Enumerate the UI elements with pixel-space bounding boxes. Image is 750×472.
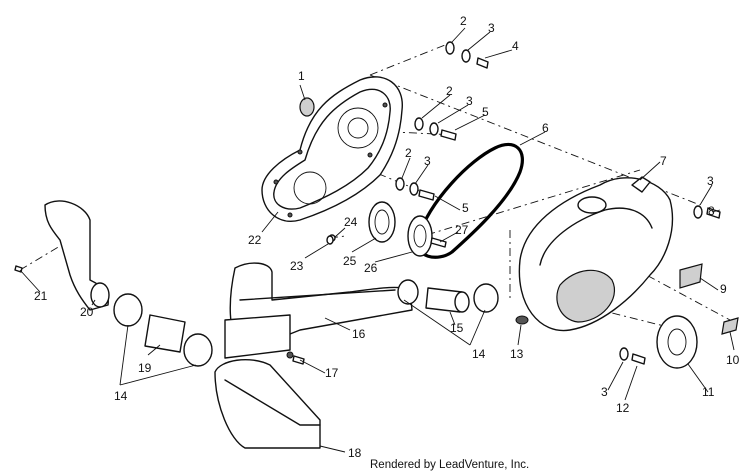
callout-3-mid: 3 xyxy=(466,94,473,108)
washer-23 xyxy=(326,235,334,245)
callout-7: 7 xyxy=(660,154,667,168)
render-credit: Rendered by LeadVenture, Inc. xyxy=(370,459,529,471)
callout-24: 24 xyxy=(344,215,358,229)
plate-11 xyxy=(656,315,698,369)
callout-5-mid: 5 xyxy=(482,105,489,119)
hardware-top xyxy=(395,41,489,201)
washer-1 xyxy=(299,97,315,117)
callout-numbers: 1 2 3 4 2 3 5 6 2 3 5 7 3 8 9 10 11 3 12… xyxy=(34,14,740,460)
callout-25: 25 xyxy=(343,254,357,268)
callout-9: 9 xyxy=(720,282,727,296)
callout-12: 12 xyxy=(616,401,630,415)
left-duct-20 xyxy=(44,200,110,311)
callout-16: 16 xyxy=(352,327,366,341)
clamp-left xyxy=(113,293,143,327)
clamp-lower xyxy=(183,333,213,367)
callout-19: 19 xyxy=(138,361,152,375)
callout-13: 13 xyxy=(510,347,524,361)
callout-11: 11 xyxy=(702,385,715,399)
callout-2-low: 2 xyxy=(405,146,412,160)
callout-1: 1 xyxy=(298,69,305,83)
callout-2-top: 2 xyxy=(460,14,467,28)
callout-18: 18 xyxy=(348,446,362,460)
callout-14-left: 14 xyxy=(114,389,128,403)
outer-cover xyxy=(515,176,674,332)
callout-5-low: 5 xyxy=(462,201,469,215)
duct-16 xyxy=(224,262,413,359)
drive-belt xyxy=(416,142,524,259)
decal-10 xyxy=(721,317,739,335)
callout-3-bottom: 3 xyxy=(601,385,608,399)
decal-9 xyxy=(679,263,703,289)
callout-15: 15 xyxy=(450,321,464,335)
callout-8: 8 xyxy=(708,204,715,218)
callout-27: 27 xyxy=(455,223,469,237)
callout-3-top: 3 xyxy=(488,21,495,35)
callout-26: 26 xyxy=(364,261,378,275)
box-18 xyxy=(214,359,321,449)
callout-21: 21 xyxy=(34,289,48,303)
callout-leaders xyxy=(19,27,735,453)
inner-cover xyxy=(261,76,403,222)
callout-6: 6 xyxy=(542,121,549,135)
callout-14-right: 14 xyxy=(472,347,486,361)
callout-2-mid: 2 xyxy=(446,84,453,98)
screw-8 xyxy=(693,205,721,219)
seals xyxy=(328,201,447,257)
callout-3-right: 3 xyxy=(707,174,714,188)
callout-20: 20 xyxy=(80,305,94,319)
hose-19 xyxy=(144,314,186,353)
callout-10: 10 xyxy=(726,353,740,367)
callout-23: 23 xyxy=(290,259,304,273)
callout-3-low: 3 xyxy=(424,154,431,168)
screw-12 xyxy=(619,347,646,365)
callout-17: 17 xyxy=(325,366,339,380)
hose-15 xyxy=(397,279,499,313)
callout-22: 22 xyxy=(248,233,262,247)
screw-17 xyxy=(292,355,305,365)
callout-4: 4 xyxy=(512,39,519,53)
